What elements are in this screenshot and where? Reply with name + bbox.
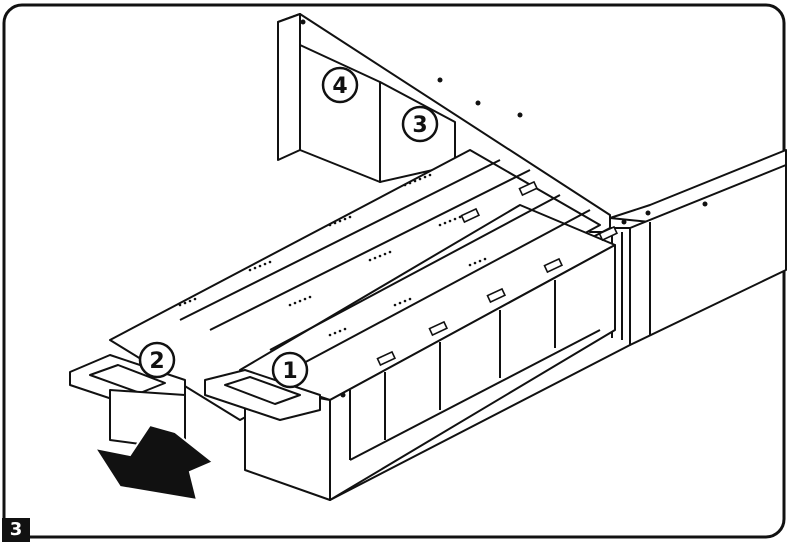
callout-2: 2: [138, 341, 176, 379]
callout-4: 4: [321, 66, 359, 104]
callout-1-label: 1: [282, 359, 297, 384]
battery-tray-rear: [109, 149, 601, 421]
tray-front-side: [329, 244, 616, 501]
vent-pattern: [178, 173, 487, 337]
chassis-top-right: [609, 149, 787, 223]
callout-3-label: 3: [412, 113, 427, 138]
callout-3: 3: [401, 105, 439, 143]
ups-chassis: [69, 13, 787, 501]
screws: [300, 19, 708, 398]
callout-4-label: 4: [332, 74, 347, 99]
pull-direction-arrow: [92, 423, 215, 502]
connectors: [376, 180, 619, 367]
callout-1: 1: [271, 351, 309, 389]
callout-2-label: 2: [149, 349, 164, 374]
rear-ear-left: [277, 13, 301, 161]
step-number-badge: 3: [2, 518, 30, 542]
